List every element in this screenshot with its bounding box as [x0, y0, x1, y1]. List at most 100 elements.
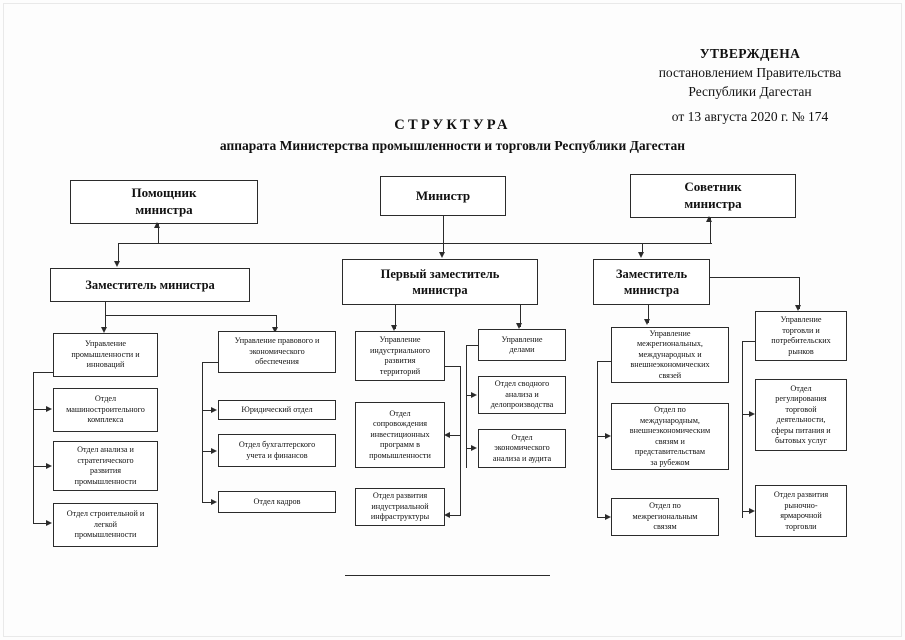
- connector-bus-main: [118, 243, 712, 245]
- org-box-col-legal-unit-2-label: Отдел кадров: [253, 496, 301, 506]
- arrow-right-col1-unit2-icon: [46, 519, 52, 526]
- connector-col5-unit0: [597, 436, 606, 438]
- arrow-right-col5-unit0-icon: [605, 432, 611, 439]
- org-box-minister-label: Министр: [415, 187, 471, 203]
- connector-col4-bus: [466, 345, 468, 468]
- arrow-right-col4-unit0-icon: [471, 391, 477, 398]
- connector-col1-unit2: [33, 523, 47, 525]
- connector-col6-tap: [742, 341, 756, 343]
- paper-edge: [3, 3, 902, 637]
- arrow-right-col2-unit1-icon: [211, 447, 217, 454]
- connector-first-deputy-col4: [520, 305, 522, 327]
- connector-first-deputy-down: [443, 243, 445, 254]
- arrow-right-col6-unit1-icon: [749, 507, 755, 514]
- approval-line-3: Республики Дагестан: [688, 84, 812, 99]
- arrow-right-col1-unit1-icon: [46, 462, 52, 469]
- org-box-deputy-left[interactable]: Заместитель министра: [50, 268, 250, 302]
- arrow-right-col5-unit1-icon: [605, 513, 611, 520]
- connector-col3-bus: [460, 366, 462, 516]
- connector-col6-unit1: [742, 511, 750, 513]
- connector-advisor-up: [710, 218, 712, 244]
- arrow-right-col4-unit1-icon: [471, 444, 477, 451]
- arrow-down-col2-icon: [272, 327, 279, 333]
- arrow-right-col1-unit0-icon: [46, 405, 52, 412]
- connector-first-deputy-col3: [395, 305, 397, 329]
- connector-col4-tap: [466, 345, 479, 347]
- approval-line-1: УТВЕРЖДЕНА: [699, 46, 801, 61]
- connector-col3-unit0: [449, 435, 461, 437]
- connector-col5-bus: [597, 361, 599, 517]
- org-box-minister[interactable]: Министр: [380, 176, 506, 216]
- connector-col3-tap: [445, 366, 461, 368]
- arrow-down-col4-icon: [516, 323, 523, 329]
- connector-col6-unit0: [742, 414, 750, 416]
- connector-col5-unit1: [597, 517, 606, 519]
- org-box-col-legal-unit-2[interactable]: Отдел кадров: [218, 491, 336, 513]
- approval-line-4: от 13 августа 2020 г. № 174: [671, 109, 829, 124]
- approval-block: УТВЕРЖДЕНА постановлением Правительства …: [600, 44, 900, 126]
- connector-deputy-right-col5: [648, 305, 650, 323]
- connector-col1-unit0: [33, 409, 47, 411]
- arrow-down-col1-icon: [101, 327, 108, 333]
- connector-assistant-up: [158, 224, 160, 244]
- connector-col2-tap: [202, 362, 219, 364]
- connector-col2-unit0: [202, 410, 212, 412]
- connector-col3-unit1: [449, 515, 461, 517]
- connector-deputy-right-branch: [710, 277, 800, 279]
- connector-col4-unit0: [466, 395, 473, 397]
- connector-col2-unit2: [202, 502, 212, 504]
- arrow-down-col5-icon: [644, 319, 651, 325]
- connector-deputy-right-down: [642, 243, 644, 254]
- arrow-up-advisor-icon: [706, 216, 713, 222]
- page-subtitle: аппарата Министерства промышленности и т…: [219, 138, 686, 153]
- arrow-down-col3-icon: [391, 325, 398, 331]
- arrow-left-col3-unit0-icon: [444, 431, 450, 438]
- arrow-left-col3-unit1-icon: [444, 511, 450, 518]
- arrow-down-first-deputy-icon: [439, 252, 446, 258]
- arrow-right-col6-unit0-icon: [749, 410, 755, 417]
- connector-deputy-left-down: [118, 243, 120, 263]
- connector-col1-bus: [33, 372, 35, 523]
- arrow-right-col2-unit2-icon: [211, 498, 217, 505]
- approval-line-2: постановлением Правительства: [658, 65, 842, 80]
- org-box-col-legal-unit-0[interactable]: Юридический отдел: [218, 400, 336, 420]
